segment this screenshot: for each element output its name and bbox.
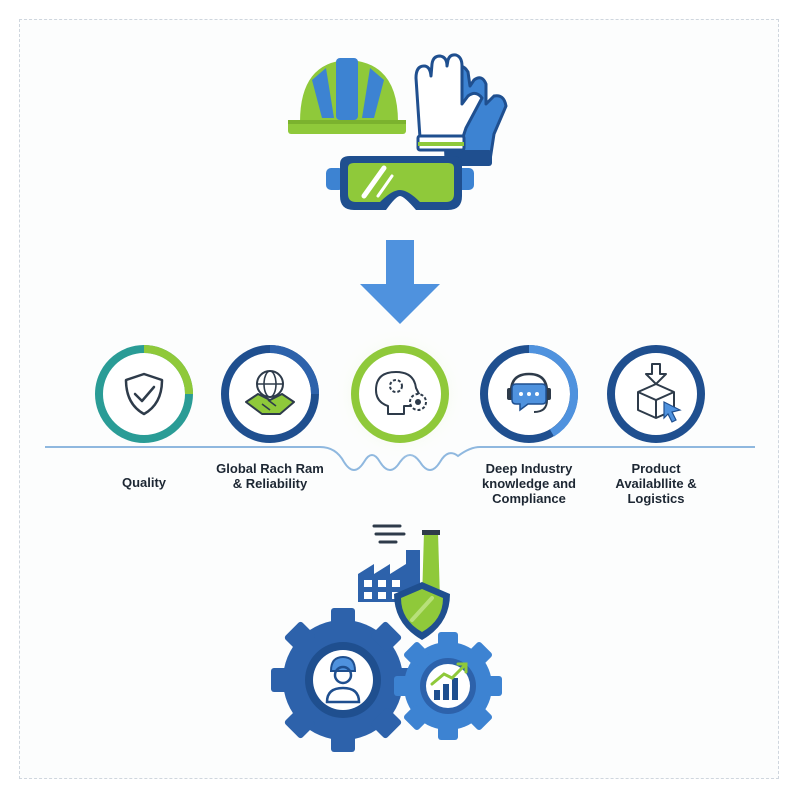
head-gears-icon (375, 371, 427, 415)
safety-goggles-icon (326, 156, 474, 210)
box-download-icon (637, 363, 682, 423)
step-product-availability (607, 345, 705, 443)
gear-chart-icon (394, 632, 502, 740)
step-label-industry-knowledge: Deep Industry knowledge and Compliance (482, 461, 576, 506)
gloves-icon (414, 53, 508, 166)
ppe-group (288, 53, 508, 210)
gear-worker-icon (271, 608, 415, 752)
shield-icon (394, 582, 450, 640)
step-global-reach (221, 345, 319, 443)
down-arrow-icon (360, 240, 440, 324)
handshake-globe-icon (245, 370, 295, 415)
step-label-product-availability: Product Availabllite & Logistics (615, 461, 697, 506)
shield-check-icon (124, 372, 164, 416)
step-label-global-reach: Global Rach Ram & Reliability (216, 461, 324, 491)
step-industry-knowledge (480, 345, 579, 443)
step-label-quality: Quality (121, 475, 167, 490)
chat-headset-icon (507, 372, 551, 413)
industry-group (271, 524, 502, 752)
hard-hat-icon (288, 58, 406, 134)
step-quality (95, 345, 193, 443)
factory-icon (358, 530, 440, 602)
step-expertise (332, 326, 468, 462)
